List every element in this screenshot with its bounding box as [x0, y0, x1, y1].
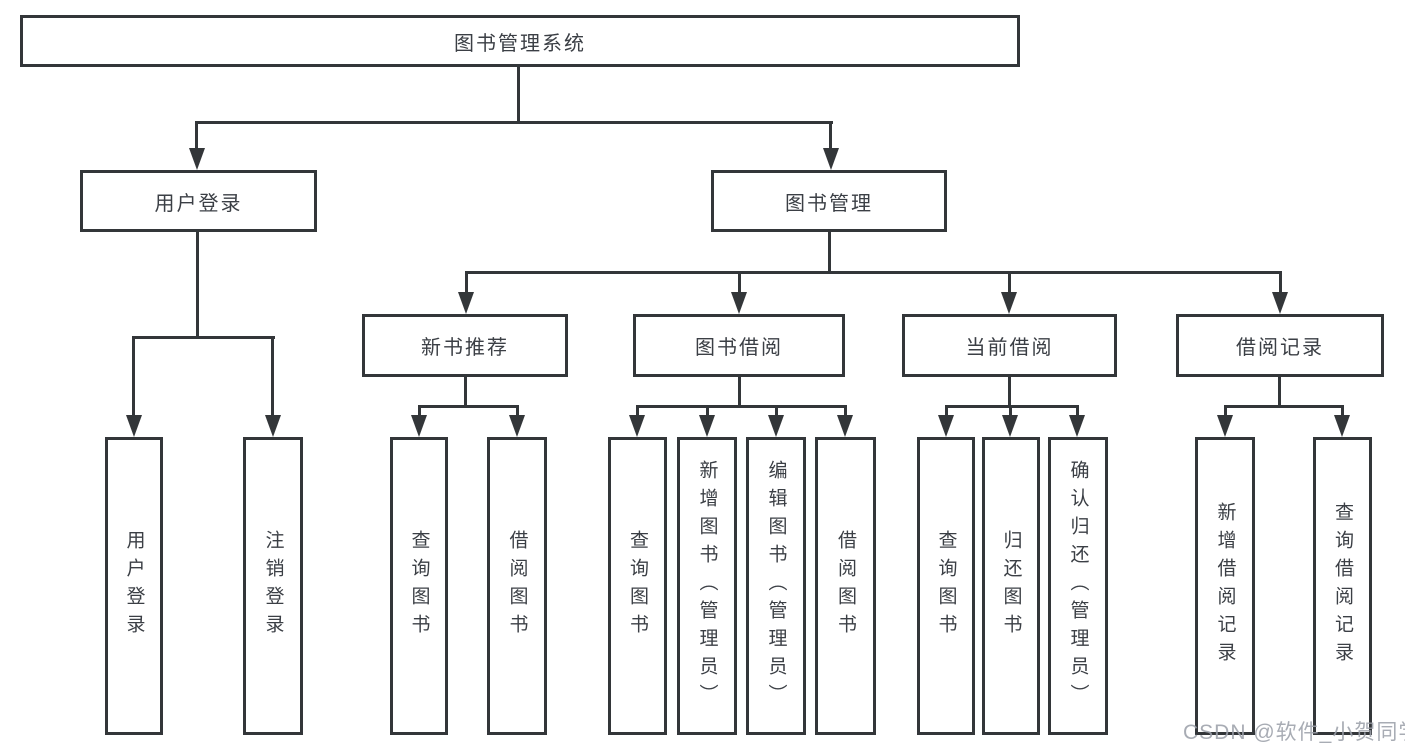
csdn-watermark: CSDN @软件_小贺同学: [1183, 721, 1405, 744]
node-root: 图书管理系统: [20, 15, 1020, 67]
node-current-borrowing: 当前借阅: [902, 314, 1117, 377]
connector-drop: [1076, 405, 1079, 417]
leaf-newbook-borrow: 借阅图书: [487, 437, 547, 735]
connector-drop: [738, 271, 741, 293]
connector-userlogin-stem: [196, 232, 199, 339]
leaf-logout: 注销登录: [243, 437, 303, 735]
leaf-borrow-query-label: 查询图书: [627, 530, 648, 642]
node-new-book-recommend: 新书推荐: [362, 314, 568, 377]
connector-drop: [829, 121, 832, 149]
connector-bookmgmt-stem: [828, 232, 831, 274]
connector-drop: [516, 405, 519, 417]
leaf-borrow-edit-book-label: 编辑图书（管理员）: [765, 460, 787, 712]
leaf-newbook-query: 查询图书: [390, 437, 448, 735]
arrow-down-icon: [458, 292, 474, 314]
arrow-down-icon: [509, 415, 525, 437]
connector-borrowing-stem: [738, 377, 741, 407]
arrow-down-icon: [731, 292, 747, 314]
node-book-borrowing: 图书借阅: [633, 314, 845, 377]
connector-root-bar: [196, 121, 833, 124]
connector-drop: [636, 405, 639, 417]
connector-drop: [418, 405, 421, 417]
leaf-newbook-query-label: 查询图书: [408, 530, 430, 642]
arrow-down-icon: [837, 415, 853, 437]
node-book-management: 图书管理: [711, 170, 947, 232]
connector-newbook-stem: [464, 377, 467, 407]
arrow-down-icon: [126, 415, 142, 437]
leaf-logout-label: 注销登录: [262, 530, 284, 642]
arrow-down-icon: [411, 415, 427, 437]
arrow-down-icon: [1002, 415, 1018, 437]
leaf-current-query-label: 查询图书: [935, 530, 957, 642]
connector-drop: [465, 271, 468, 293]
connector-root-stem: [517, 67, 520, 124]
leaf-current-return: 归还图书: [982, 437, 1040, 735]
arrow-down-icon: [1069, 415, 1085, 437]
leaf-current-query: 查询图书: [917, 437, 975, 735]
leaf-user-login: 用户登录: [105, 437, 163, 735]
arrow-down-icon: [699, 415, 715, 437]
arrow-down-icon: [265, 415, 281, 437]
leaf-borrow-borrow-book-label: 借阅图书: [835, 530, 856, 642]
connector-newbook-bar: [418, 405, 519, 408]
leaf-borrow-borrow-book: 借阅图书: [815, 437, 876, 735]
connector-drop: [844, 405, 847, 417]
leaf-borrow-query: 查询图书: [608, 437, 667, 735]
leaf-borrow-add-book-label: 新增图书（管理员）: [696, 460, 718, 712]
connector-records-bar: [1224, 405, 1344, 408]
arrow-down-icon: [1272, 292, 1288, 314]
leaf-newbook-borrow-label: 借阅图书: [506, 530, 528, 642]
leaf-current-confirm-return: 确认归还（管理员）: [1048, 437, 1108, 735]
connector-borrowing-bar: [636, 405, 846, 408]
arrow-down-icon: [1217, 415, 1233, 437]
arrow-down-icon: [1334, 415, 1350, 437]
connector-drop: [706, 405, 709, 417]
arrow-down-icon: [1001, 292, 1017, 314]
connector-bookmgmt-bar: [465, 271, 1282, 274]
connector-drop: [1279, 271, 1282, 293]
connector-drop: [1224, 405, 1227, 417]
connector-drop: [195, 121, 198, 149]
connector-records-stem: [1278, 377, 1281, 407]
connector-userlogin-bar: [133, 336, 275, 339]
arrow-down-icon: [823, 148, 839, 170]
connector-current-stem: [1008, 377, 1011, 407]
connector-drop: [132, 336, 135, 416]
leaf-current-confirm-return-label: 确认归还（管理员）: [1067, 460, 1089, 712]
arrow-down-icon: [938, 415, 954, 437]
connector-drop: [1341, 405, 1344, 417]
leaf-borrow-edit-book: 编辑图书（管理员）: [746, 437, 806, 735]
connector-drop: [1009, 405, 1012, 417]
arrow-down-icon: [189, 148, 205, 170]
leaf-borrow-add-book: 新增图书（管理员）: [677, 437, 737, 735]
arrow-down-icon: [629, 415, 645, 437]
leaf-user-login-label: 用户登录: [123, 530, 145, 642]
connector-drop: [271, 336, 274, 416]
connector-drop: [775, 405, 778, 417]
leaf-current-return-label: 归还图书: [1000, 530, 1022, 642]
leaf-record-query: 查询借阅记录: [1313, 437, 1372, 735]
node-borrow-records: 借阅记录: [1176, 314, 1384, 377]
connector-drop: [1008, 271, 1011, 293]
leaf-record-add: 新增借阅记录: [1195, 437, 1255, 735]
leaf-record-add-label: 新增借阅记录: [1214, 502, 1236, 670]
node-user-login: 用户登录: [80, 170, 317, 232]
arrow-down-icon: [768, 415, 784, 437]
connector-drop: [945, 405, 948, 417]
leaf-record-query-label: 查询借阅记录: [1332, 502, 1353, 670]
